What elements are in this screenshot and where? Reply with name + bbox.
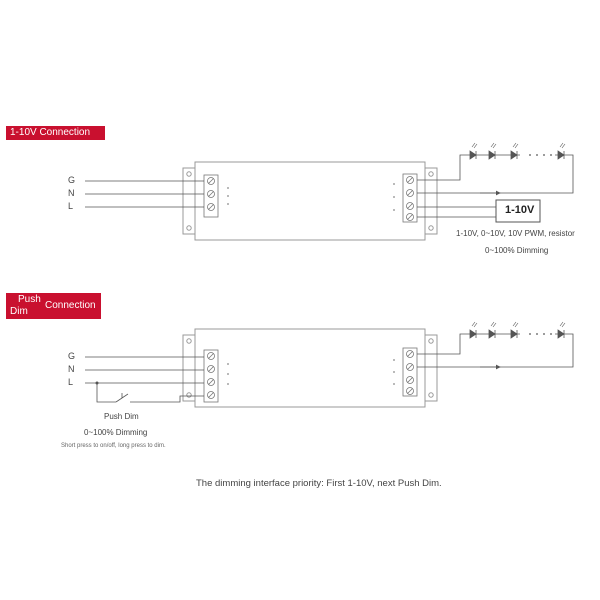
led-light-arrows-2 (471, 321, 566, 328)
push-dim-caption-1: 0~100% Dimming (84, 428, 148, 437)
section-label-1-10v-text: 1-10V Connection (10, 127, 91, 138)
junction-dot (95, 381, 99, 385)
section-label-1-10v: 1-10V Connection (6, 126, 105, 140)
input-pin-dots-2 (227, 363, 229, 385)
wire-label-g-2: G (68, 351, 76, 361)
wire-label-g-1: G (68, 175, 76, 185)
driver-housing-1 (182, 161, 438, 241)
wires-1 (85, 154, 574, 218)
section-label-dim: Dim (10, 306, 28, 317)
led-dots-1 (529, 154, 552, 156)
priority-note: The dimming interface priority: First 1-… (196, 478, 442, 489)
output-pin-dots-1 (393, 183, 395, 211)
output-terminal-block-2 (402, 347, 418, 397)
push-dim-label: Push Dim (104, 412, 139, 421)
push-dim-caption-2: Short press to on/off, long press to dim… (61, 443, 166, 449)
input-terminal-block-2 (203, 349, 219, 403)
driver-housing-2 (182, 328, 438, 408)
wire-label-n-2: N (68, 364, 75, 374)
section-label-connection: Connection (45, 300, 96, 311)
input-terminal-block-1 (203, 174, 219, 218)
led-light-arrows-1 (471, 142, 566, 149)
led-dots-2 (529, 333, 552, 335)
wire-label-n-1: N (68, 188, 75, 198)
wire-label-l-2: L (68, 377, 74, 387)
section-label-push-dim: Push Dim Connection (6, 293, 101, 319)
wire-label-l-1: L (68, 201, 74, 211)
dimmer-box (495, 199, 541, 223)
output-pin-dots-2 (393, 359, 395, 385)
dimmer-label: 1-10V (505, 204, 535, 216)
dimmer-caption-1: 1-10V, 0~10V, 10V PWM, resistor (456, 229, 575, 238)
input-pin-dots-1 (227, 187, 229, 205)
section-label-push: Push (18, 294, 41, 305)
dimmer-caption-2: 0~100% Dimming (485, 246, 549, 255)
output-terminal-block-1 (402, 173, 418, 223)
